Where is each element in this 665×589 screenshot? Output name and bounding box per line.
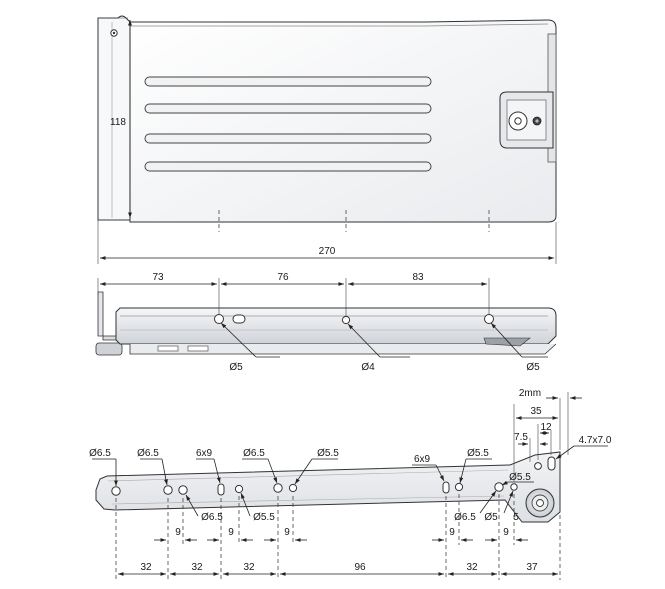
runner-right-dim-5: 4.7x7.0 [579,435,612,446]
runner-end-dimensions: 2mm 35 7.5 12 4.7x7.0 [513,388,612,482]
runner-bottom-label-5: 5 [513,512,519,523]
drawer-side-panel [97,15,557,232]
drawer-rail [95,291,557,356]
runner-top-label-6: 6x9 [414,454,431,465]
height-label: 118 [110,117,126,128]
runner-offset-2: 9 [228,527,234,538]
runner-top-label-5: Ø5.5 [317,448,339,459]
runner-spacing-5: 32 [466,562,478,573]
runner-view: 32 32 32 96 32 37 9 9 9 9 9 [89,388,612,580]
runner-top-label-8: Ø5.5 [509,472,531,483]
runner-spacing-1: 32 [140,562,152,573]
rail-hole-leaders: Ø5 Ø4 Ø5 [220,322,548,373]
runner-spacing-4: 96 [354,562,366,573]
side-view: 118 270 [97,15,557,264]
runner-top-label-4: Ø6.5 [243,448,265,459]
rail-spacing-dimensions: 73 76 83 [97,272,490,316]
length-dimension: 270 [97,220,557,264]
runner-top-hole-labels: Ø6.5 Ø6.5 6x9 Ø6.5 Ø5.5 6x9 Ø5.5 Ø5.5 [89,448,534,486]
runner-bottom-label-2: Ø5.5 [253,512,275,523]
height-dimension: 118 [98,17,132,221]
runner-bottom-hole-labels: Ø6.5 Ø5.5 Ø6.5 Ø5 5 [185,490,519,523]
runner-offset-3: 9 [284,527,290,538]
rail-view: 73 76 83 Ø5 Ø4 Ø5 [95,272,557,373]
runner-bottom-label-1: Ø6.5 [201,512,223,523]
runner-centre-lines [115,494,561,580]
rail-spacing-1: 73 [152,272,164,283]
runner-top-label-2: Ø6.5 [137,448,159,459]
runner-right-dim-2: 35 [530,406,542,417]
runner-offset-5: 9 [503,527,509,538]
rail-hole-label-1: Ø5 [229,362,243,373]
length-label: 270 [319,246,336,257]
runner-offset-4: 9 [449,527,455,538]
runner-right-dim-3: 7.5 [514,432,528,443]
rail-hole-label-2: Ø4 [361,362,375,373]
rail-spacing-2: 76 [277,272,289,283]
runner-bottom-label-4: Ø5 [484,512,498,523]
runner-spacing-6: 37 [526,562,538,573]
rail-hole-label-3: Ø5 [526,362,540,373]
runner-top-label-3: 6x9 [196,448,213,459]
runner-top-label-1: Ø6.5 [89,448,111,459]
runner-bottom-label-3: Ø6.5 [454,512,476,523]
runner-spacing-2: 32 [191,562,203,573]
runner-wheel [525,488,555,518]
runner-offset-1: 9 [175,527,181,538]
runner-right-dim-4: 12 [540,422,552,433]
runner-spacing-dimensions: 32 32 32 96 32 37 [118,562,558,576]
rail-spacing-3: 83 [412,272,424,283]
runner-offset-dimensions: 9 9 9 9 9 [154,527,528,542]
runner-top-label-7: Ø5.5 [467,448,489,459]
runner-right-dim-1: 2mm [519,388,541,399]
runner-profile [95,451,561,523]
runner-spacing-3: 32 [243,562,255,573]
